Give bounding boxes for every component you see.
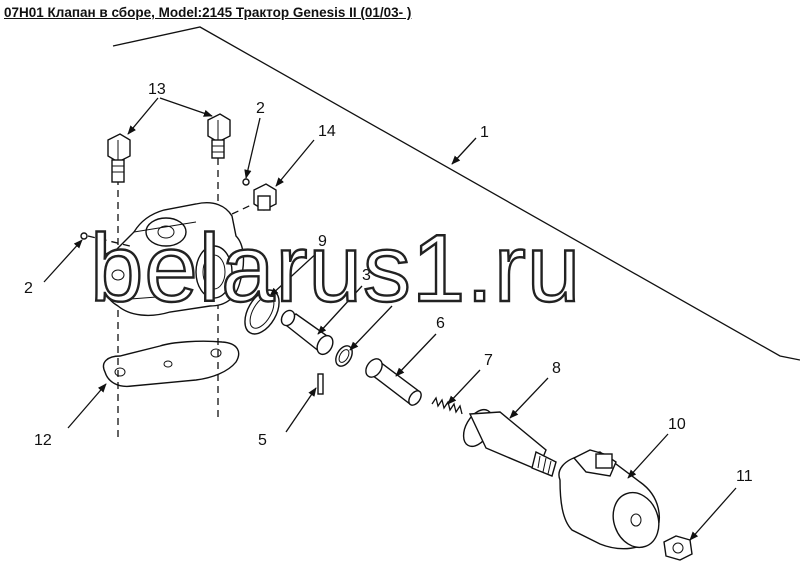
callout-8: 8 [552, 360, 561, 377]
callout-4: 4 [392, 288, 401, 305]
callout-14: 14 [318, 123, 336, 140]
diagram-title: 07H01 Клапан в сборе, Model:2145 Трактор… [4, 5, 412, 20]
solenoid-stem-part [462, 408, 557, 477]
callout-1: 1 [480, 124, 489, 141]
callout-6: 6 [436, 315, 445, 332]
callout-11: 11 [736, 468, 753, 485]
callout-13: 13 [148, 81, 166, 98]
leader-lines [43, 97, 737, 541]
callout-2-upper: 2 [256, 100, 265, 117]
fitting-part [253, 183, 277, 211]
plug-part-upper [242, 178, 250, 186]
solenoid-coil-part [558, 449, 660, 550]
callout-5: 5 [258, 432, 267, 449]
bolt-part-right [207, 113, 231, 159]
valve-housing-part [99, 202, 245, 317]
spring-part [431, 396, 463, 415]
o-ring-large-part [244, 289, 280, 335]
callout-2-left: 2 [24, 280, 33, 297]
plug-part-left [80, 232, 88, 240]
callout-12: 12 [34, 432, 52, 449]
bolt-part-left [107, 133, 131, 183]
gasket-plate-part [102, 340, 240, 388]
callout-7: 7 [484, 352, 493, 369]
callout-10: 10 [668, 416, 686, 433]
spool-part [280, 309, 334, 356]
pin-part [317, 373, 324, 395]
o-ring-small-part [335, 345, 353, 367]
nut-part [663, 535, 693, 561]
plunger-part [365, 358, 422, 406]
callout-3: 3 [362, 267, 371, 284]
bolt-centerlines [117, 158, 219, 440]
callout-9: 9 [318, 233, 327, 250]
assembly-bracket-line [112, 26, 800, 361]
